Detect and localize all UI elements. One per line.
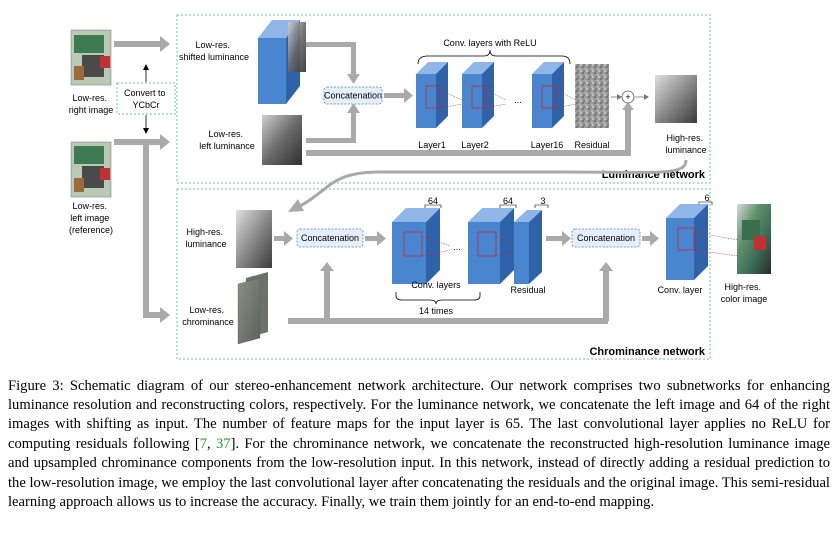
luminance-network-frame (176, 14, 711, 184)
architecture-diagram: Low-res. right image Low-res. left image… (69, 14, 771, 360)
hr-color-label: High-res. color image (721, 282, 768, 304)
right-image (70, 29, 112, 86)
dim-3: 3 (540, 196, 545, 206)
arrow-left-to-chrom (143, 145, 170, 323)
plus-label: + (625, 92, 630, 102)
hr-lum-input-label: High-res. luminance (185, 227, 226, 249)
lum-concat-label: Concatenation (324, 91, 382, 101)
convert-label: Convert to YCbCr (124, 88, 168, 110)
left-lum-label: Low-res. left luminance (199, 129, 255, 151)
chrom-concat2-label: Concatenation (577, 233, 635, 243)
arrow-hrlum-to-concat (274, 231, 293, 246)
final-conv-block (666, 204, 739, 280)
arrow-plus-to-output (635, 94, 649, 100)
left-luminance-image (262, 115, 302, 165)
chrom-concat1-label: Concatenation (301, 233, 359, 243)
layer2-label: Layer2 (461, 140, 489, 150)
arrow-chrom-to-concat1 (288, 262, 613, 324)
conv-layer-label: Conv. layer (658, 285, 703, 295)
chrom-conv-block-2 (468, 208, 514, 284)
shifted-luminance-stack (258, 20, 306, 104)
chrom-concat2-box (571, 228, 641, 248)
chrominance-network-title: Chrominance network (589, 346, 705, 358)
chrom-concat1-box (296, 228, 364, 248)
arrow-left-to-lum (114, 134, 170, 150)
times-label: 14 times (419, 306, 454, 316)
arrow-concat2-to-convlayer (642, 231, 659, 246)
residual-image (575, 64, 609, 128)
conv-relu-title: Conv. layers with ReLU (443, 38, 536, 48)
layer1-label: Layer1 (418, 140, 446, 150)
conv-relu-brace (417, 49, 571, 65)
citation-link-1[interactable]: 7 (199, 435, 208, 452)
residual-label: Residual (574, 140, 609, 150)
convert-box (116, 82, 176, 115)
layer1-block (416, 62, 463, 128)
figure-caption: Figure 3: Schematic diagram of our stere… (8, 377, 830, 513)
arrow-skip-to-plus (306, 102, 634, 156)
arrow-right-to-shifted (114, 36, 170, 52)
layer16-block (532, 62, 577, 128)
chrom-conv-layers-label: Conv. layers (411, 280, 461, 290)
caption-text-post: ]. For the chrominance network, we conca… (8, 435, 831, 511)
caption-text-pre: Figure 3: Schematic diagram of our stere… (8, 377, 830, 452)
lr-chrom-label: Low-res. chrominance (182, 305, 234, 327)
layer2-block (462, 62, 507, 128)
layer16-label: Layer16 (531, 140, 564, 150)
shifted-lum-label: Low-res. shifted luminance (179, 40, 249, 62)
hr-color-image (737, 204, 771, 274)
dim-6: 6 (704, 193, 709, 203)
arrow-concat1-to-conv (365, 231, 386, 246)
lr-chrominance-images (237, 272, 268, 345)
dim-64a: 64 (428, 196, 438, 206)
arrow-lum-to-chrom (288, 159, 688, 212)
chrom-residual-block (514, 210, 542, 284)
arrow-shifted-to-concat (306, 42, 360, 84)
right-image-label-l1: Low-res. (72, 93, 107, 103)
chrom-ellipsis: ... (453, 242, 461, 252)
left-image (70, 141, 112, 198)
chrom-conv-brace (395, 292, 481, 305)
right-image-label: Low-res. right image (69, 93, 114, 115)
chrominance-network-frame (176, 188, 711, 360)
chrom-residual-label: Residual (510, 285, 545, 295)
plus-node (621, 90, 635, 104)
citation-link-2[interactable]: 37 (215, 435, 231, 452)
chrom-conv-block-1 (392, 208, 451, 284)
hr-luminance-input-image (236, 210, 272, 268)
lum-ellipsis: ... (514, 95, 522, 105)
arrow-residual-to-concat2 (546, 231, 571, 246)
hr-luminance-image (655, 75, 697, 123)
left-image-label: Low-res. left image (reference) (69, 201, 113, 235)
arrow-leftlum-to-concat (306, 103, 360, 143)
caption-sep: , (207, 435, 216, 452)
hr-lum-output-label: High-res. luminance (665, 133, 706, 155)
arrow-residual-to-plus (611, 94, 622, 100)
lum-concat-box (323, 86, 383, 105)
arrow-concat-to-layer1 (384, 88, 413, 103)
dim-64b: 64 (503, 196, 513, 206)
right-image-label-l2: right image (69, 105, 114, 115)
